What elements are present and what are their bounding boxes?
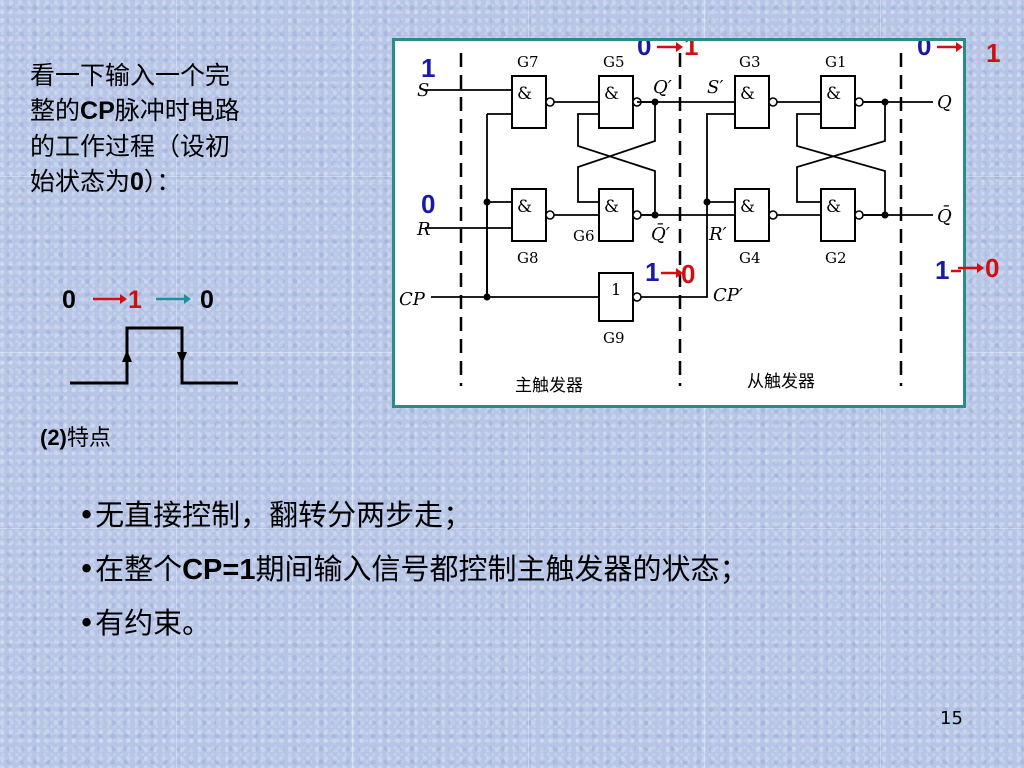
svg-text:G8: G8	[517, 249, 539, 267]
gate-g8: & G8	[511, 188, 555, 267]
label-q-prime: Q′	[653, 77, 672, 98]
svg-text:G2: G2	[825, 249, 847, 267]
label-qbar-prime: Q̄′	[651, 222, 670, 245]
caption-slave: 从触发器	[747, 372, 815, 392]
caption-master: 主触发器	[515, 376, 583, 396]
label-qbar: Q̄	[937, 204, 952, 227]
pulse-state-2: 0	[200, 286, 214, 314]
gate-g5: & G5	[598, 53, 642, 129]
svg-text:G7: G7	[517, 53, 539, 71]
svg-text:&: &	[826, 197, 841, 217]
svg-text:G1: G1	[825, 53, 847, 71]
pulse-line	[70, 326, 238, 385]
label-r: R	[416, 219, 431, 240]
svg-text:&: &	[826, 84, 841, 104]
svg-text:&: &	[740, 197, 755, 217]
svg-text:&: &	[604, 84, 619, 104]
svg-text:&: &	[604, 197, 619, 217]
gate-g9-inverter: 1 G9	[598, 272, 642, 347]
gate-g6: & G6	[573, 188, 642, 245]
page-number: 15	[940, 708, 963, 729]
state-cpp-from: 1	[645, 257, 659, 287]
state-qbar-from: 1	[935, 255, 949, 285]
feature-item-2: •在整个CP=1期间输入信号都控制主触发器的状态；	[78, 552, 749, 586]
label-cp: CP	[399, 289, 426, 310]
label-s: S	[417, 80, 429, 101]
label-cp-prime: CP′	[713, 285, 743, 306]
gate-g2: & G2	[820, 188, 864, 267]
state-qp-to: 1	[684, 41, 698, 61]
feature-list: •无直接控制，翻转分两步走； •在整个CP=1期间输入信号都控制主触发器的状态；…	[78, 488, 748, 650]
state-cpp-to: 0	[681, 259, 695, 289]
svg-text:G4: G4	[739, 249, 761, 267]
intro-text: 看一下输入一个完 整的CP脉冲时电路 的工作过程（设初 始状态为0）：	[30, 58, 330, 200]
state-r: 0	[421, 189, 435, 219]
pulse-state-1: 1	[128, 286, 142, 314]
gate-g4: & G4	[734, 188, 778, 267]
svg-text:G3: G3	[739, 53, 761, 71]
intro-line-1: 看一下输入一个完	[30, 61, 231, 90]
intro-line-2: 整的CP脉冲时电路	[30, 96, 240, 125]
state-q-to-outside: 1	[986, 38, 1001, 68]
gate-g7: & G7	[511, 53, 555, 129]
state-qp-from: 0	[637, 41, 651, 61]
state-s: 1	[421, 53, 435, 83]
intro-line-3: 的工作过程（设初	[30, 132, 231, 161]
falling-edge-arrow	[177, 352, 187, 364]
svg-text:&: &	[517, 197, 532, 217]
feature-item-3: •有约束。	[78, 606, 212, 640]
intro-line-4: 始状态为0）：	[30, 167, 182, 196]
svg-text:G5: G5	[603, 53, 625, 71]
svg-text:1: 1	[611, 280, 621, 299]
state-q-from: 0	[917, 41, 931, 61]
label-q: Q	[937, 92, 952, 113]
state-qbar-to-outside: 0	[985, 253, 1000, 283]
svg-text:&: &	[740, 84, 755, 104]
pulse-state-0: 0	[62, 286, 76, 314]
svg-text:G9: G9	[603, 329, 625, 347]
gate-g3: & G3	[734, 53, 778, 129]
label-r-prime: R′	[708, 224, 727, 245]
section-heading: (2)特点	[40, 425, 111, 451]
master-slave-circuit-diagram: & G7 & G5 & G3 & G1 & G8	[392, 31, 1001, 408]
rising-edge-arrow	[122, 350, 132, 362]
feature-item-1: •无直接控制，翻转分两步走；	[78, 498, 473, 532]
svg-text:&: &	[517, 84, 532, 104]
gate-g1: & G1	[820, 53, 864, 129]
cp-pulse-waveform: 0 1 0	[62, 286, 238, 385]
svg-text:G6: G6	[573, 227, 595, 245]
qbar-arrow-outside	[958, 263, 984, 273]
label-s-prime: S′	[707, 77, 723, 98]
